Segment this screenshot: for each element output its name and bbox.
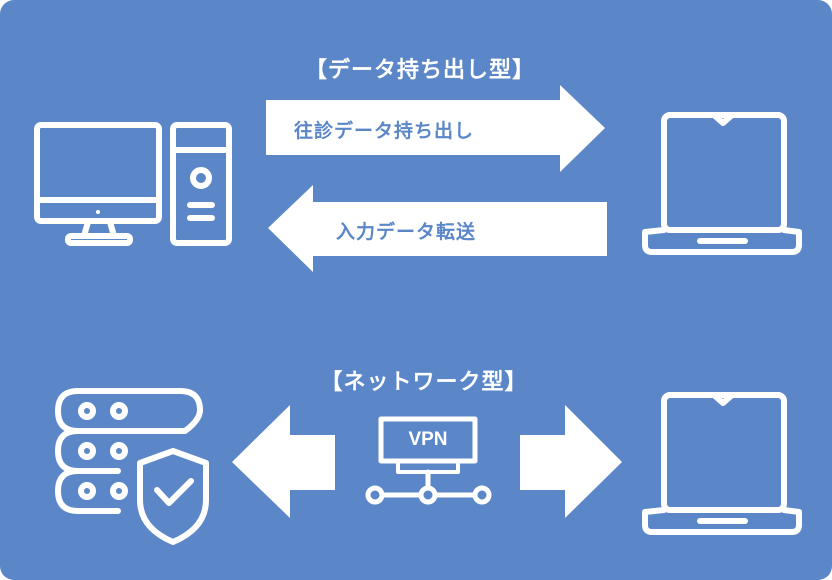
arrow-left-1 [268, 185, 607, 272]
section-title-network: 【ネットワーク型】 [320, 370, 528, 395]
arrow-right-2 [520, 405, 622, 518]
vpn-label: VPN [408, 429, 448, 450]
shield-icon [137, 448, 209, 545]
vpn-network-icon [365, 416, 492, 505]
check-icon [154, 478, 194, 506]
laptop-icon-2 [642, 392, 802, 535]
arrow-label-transfer: 入力データ転送 [336, 221, 477, 243]
secure-server-icon [55, 388, 209, 545]
desktop-computer-icon [34, 122, 232, 246]
arrow-right-1 [266, 85, 605, 172]
laptop-icon [642, 112, 802, 255]
arrow-left-2 [232, 405, 335, 518]
section-title-data-export: 【データ持ち出し型】 [304, 58, 536, 83]
arrow-label-export: 往診データ持ち出し [294, 120, 475, 142]
